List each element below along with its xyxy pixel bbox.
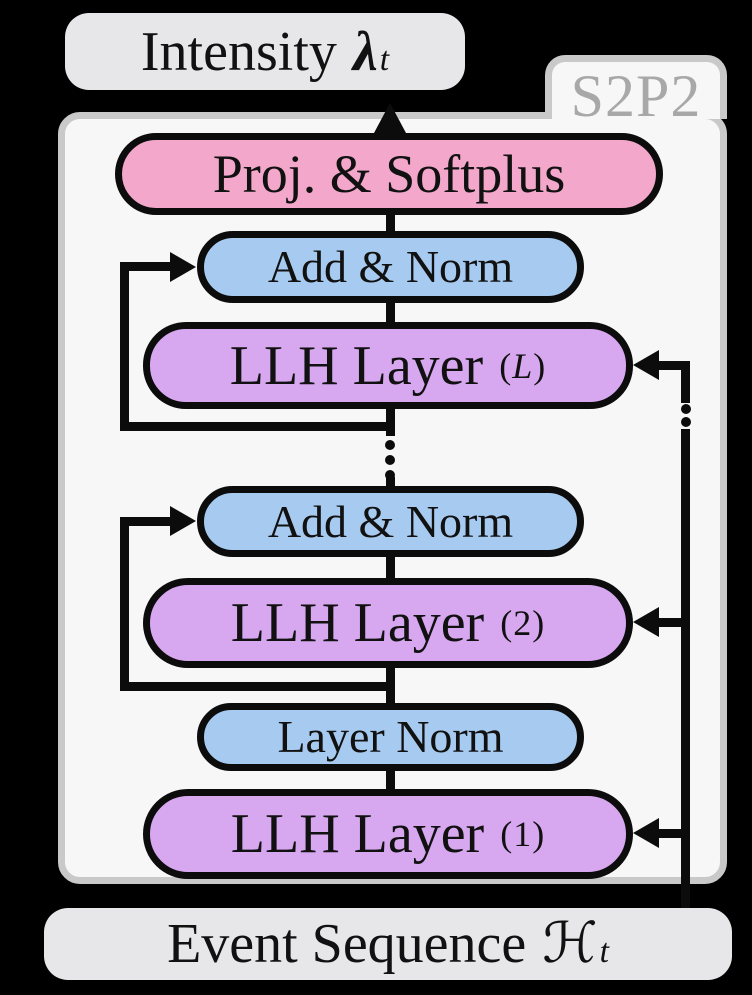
feed-vertical-lower <box>681 429 690 908</box>
history-subscript: t <box>599 933 609 971</box>
proj-softplus-label: Proj. & Softplus <box>212 144 566 204</box>
feed-ellipsis-dot <box>681 404 691 414</box>
model-name-badge: S2P2 <box>570 62 702 129</box>
llh-layer-2-index: (2) <box>500 603 546 643</box>
center-ellipsis-dot <box>385 455 395 465</box>
residual-top-vertical <box>120 262 129 431</box>
feed-arrowhead-llh-L-icon <box>633 350 659 380</box>
lambda-symbol: λ <box>352 20 378 83</box>
intensity-label: Intensity <box>140 20 337 83</box>
residual-top-arrowhead-icon <box>170 252 196 282</box>
feed-branch-llh1 <box>655 829 690 838</box>
connector-llh2-layernorm <box>386 664 395 707</box>
residual-mid-bottom <box>120 682 390 691</box>
llh-layer-L-label: LLH Layer <box>229 334 484 397</box>
add-norm-block-mid: Add & Norm <box>197 486 584 557</box>
llh-layer-2-block: LLH Layer (2) <box>143 578 633 668</box>
feed-branch-llh2 <box>655 618 690 627</box>
add-norm-top-label: Add & Norm <box>267 241 514 292</box>
residual-mid-horizontal <box>120 517 176 526</box>
center-ellipsis-dot <box>385 470 395 480</box>
connector-into-addnorm-mid <box>386 477 395 490</box>
layer-norm-label: Layer Norm <box>277 711 504 762</box>
event-sequence-label: Event Sequence <box>167 913 527 975</box>
residual-mid-vertical <box>120 517 129 691</box>
layer-norm-block: Layer Norm <box>197 703 584 771</box>
connector-addnorm-llhL <box>386 299 395 326</box>
llh-layer-L-index: (L) <box>499 345 547 386</box>
output-arrowhead-icon <box>374 103 406 133</box>
residual-top-bottom <box>120 422 390 431</box>
llh-layer-1-block: LLH Layer (1) <box>143 789 633 879</box>
connector-llhL-down <box>386 405 395 436</box>
residual-top-horizontal <box>120 262 176 271</box>
model-panel-tab: S2P2 <box>545 55 727 126</box>
feed-vertical-upper <box>681 361 690 403</box>
add-norm-mid-label: Add & Norm <box>267 495 514 547</box>
center-ellipsis-dot <box>385 440 395 450</box>
connector-layernorm-llh1 <box>386 767 395 793</box>
feed-arrowhead-llh-2-icon <box>633 607 659 637</box>
residual-mid-arrowhead-icon <box>170 506 196 536</box>
llh-layer-1-index: (1) <box>500 814 546 854</box>
connector-proj-addnorm <box>386 211 395 235</box>
feed-top-horizontal <box>655 361 690 370</box>
feed-arrowhead-llh-1-icon <box>633 818 659 848</box>
history-symbol: ℋ <box>542 913 598 975</box>
llh-layer-1-label: LLH Layer <box>230 803 485 865</box>
feed-ellipsis-dot <box>681 417 691 427</box>
llh-layer-L-block: LLH Layer (L) <box>143 322 633 409</box>
lambda-subscript: t <box>379 40 390 78</box>
proj-softplus-block: Proj. & Softplus <box>115 133 663 215</box>
add-norm-block-top: Add & Norm <box>197 231 584 303</box>
connector-addnorm-llh2 <box>386 553 395 582</box>
llh-layer-2-label: LLH Layer <box>230 592 485 654</box>
